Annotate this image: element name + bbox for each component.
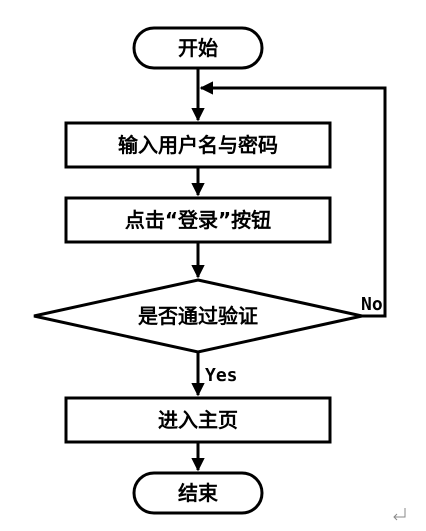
end-terminal-shape <box>132 471 264 515</box>
enter-process-shape <box>64 396 332 444</box>
enter-label: 进入主页 <box>158 408 238 432</box>
input-label: 输入用户名与密码 <box>118 133 278 157</box>
input-node: 输入用户名与密码 <box>64 121 332 169</box>
end-node: 结束 <box>132 471 264 515</box>
no-edge-label: No <box>361 294 383 315</box>
decision-node: 是否通过验证 <box>33 278 363 354</box>
enter-node: 进入主页 <box>64 396 332 444</box>
click-label: 点击“登录”按钮 <box>125 208 271 232</box>
input-process-shape <box>64 121 332 169</box>
decision-label: 是否通过验证 <box>137 304 258 328</box>
start-label: 开始 <box>178 36 218 60</box>
paragraph-mark-icon <box>393 508 406 521</box>
start-node: 开始 <box>132 26 264 70</box>
end-label: 结束 <box>178 481 219 505</box>
yes-edge-label: Yes <box>205 365 238 386</box>
click-node: 点击“登录”按钮 <box>64 196 332 244</box>
arrow-no-loop-back <box>199 81 387 318</box>
